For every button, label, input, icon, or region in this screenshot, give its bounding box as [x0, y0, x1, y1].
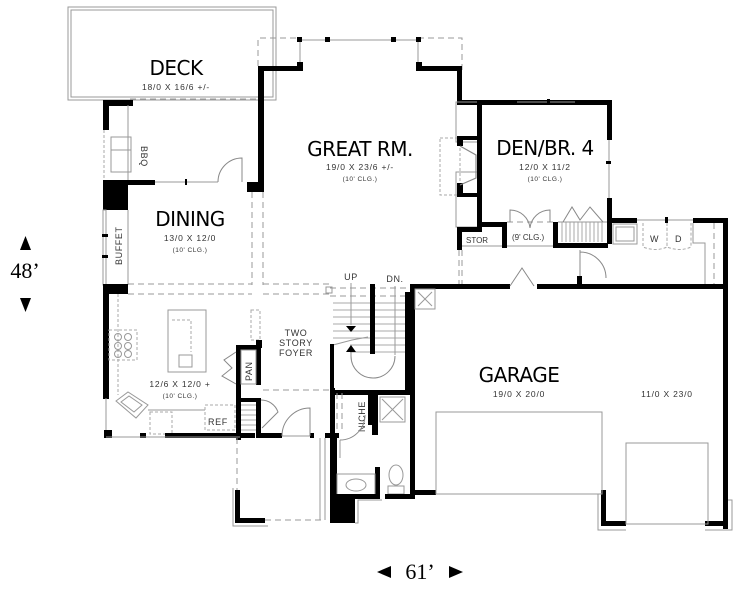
laundry: W D	[577, 217, 728, 290]
fireplace	[439, 101, 482, 228]
garage-dims-2: 11/0 X 23/0	[641, 389, 693, 399]
foyer-line-3: FOYER	[279, 348, 313, 358]
deck-name: DECK	[149, 56, 204, 80]
washer-label: W	[650, 234, 659, 244]
dining-name: DINING	[155, 207, 225, 231]
arrow-up-icon	[20, 236, 31, 250]
dining-ceiling: (10' CLG.)	[173, 247, 208, 254]
niche-label: NICHE	[357, 401, 367, 432]
stairs: UP DN.	[325, 272, 410, 438]
foyer-line-1: TWO	[285, 328, 308, 338]
garage-dims: 19/0 X 20/0	[493, 389, 545, 399]
den-dims: 12/0 X 11/2	[519, 162, 571, 172]
garage-name: GARAGE	[479, 363, 560, 387]
stairs-down-label: DN.	[386, 274, 403, 284]
great-room-ceiling: (10' CLG.)	[343, 176, 378, 183]
arrow-right-icon	[449, 566, 463, 578]
kitchen-ceiling: (10' CLG.)	[163, 393, 198, 400]
den-closets: STOR (9' CLG.)	[457, 206, 608, 250]
kitchen-dims: 12/6 X 12/0 +	[149, 379, 210, 389]
stor-label: STOR	[466, 236, 488, 245]
stairs-up-label: UP	[344, 272, 358, 282]
depth-dimension: 48’	[10, 236, 40, 312]
dryer-label: D	[675, 234, 682, 244]
dining-dims: 13/0 X 12/0	[164, 233, 216, 243]
great-room-dims: 19/0 X 23/6 +/-	[326, 162, 394, 172]
pan-label: PAN	[244, 361, 254, 381]
den-name: DEN/BR. 4	[496, 136, 594, 160]
buffet-label: BUFFET	[114, 226, 124, 265]
dining: BBQ BUFFET DINING 13/0 X 12/0 (10' CLG.)	[102, 100, 330, 295]
deck-dims: 18/0 X 16/6 +/-	[142, 82, 210, 92]
den-ceiling: (10' CLG.)	[528, 176, 563, 183]
deck: DECK 18/0 X 16/6 +/-	[67, 6, 277, 101]
powder-bath: NICHE	[330, 390, 415, 524]
arrow-left-icon	[377, 566, 391, 578]
foyer-line-2: STORY	[279, 338, 313, 348]
kitchen: REF PAN 12/6 X 12/0 + (10' CLG.)	[103, 284, 279, 440]
width-value: 61’	[405, 559, 434, 584]
great-room-name: GREAT RM.	[307, 137, 413, 161]
bbq-label: BBQ	[139, 146, 149, 167]
arrow-down-icon	[20, 298, 31, 312]
garage-walls: GARAGE 19/0 X 20/0 11/0 X 23/0	[410, 250, 733, 531]
width-dimension: 61’	[377, 559, 463, 584]
depth-value: 48’	[10, 258, 39, 283]
foyer: TWO STORY FOYER	[232, 328, 339, 527]
ref-label: REF	[208, 417, 228, 427]
closet-ceiling-label: (9' CLG.)	[512, 233, 545, 242]
